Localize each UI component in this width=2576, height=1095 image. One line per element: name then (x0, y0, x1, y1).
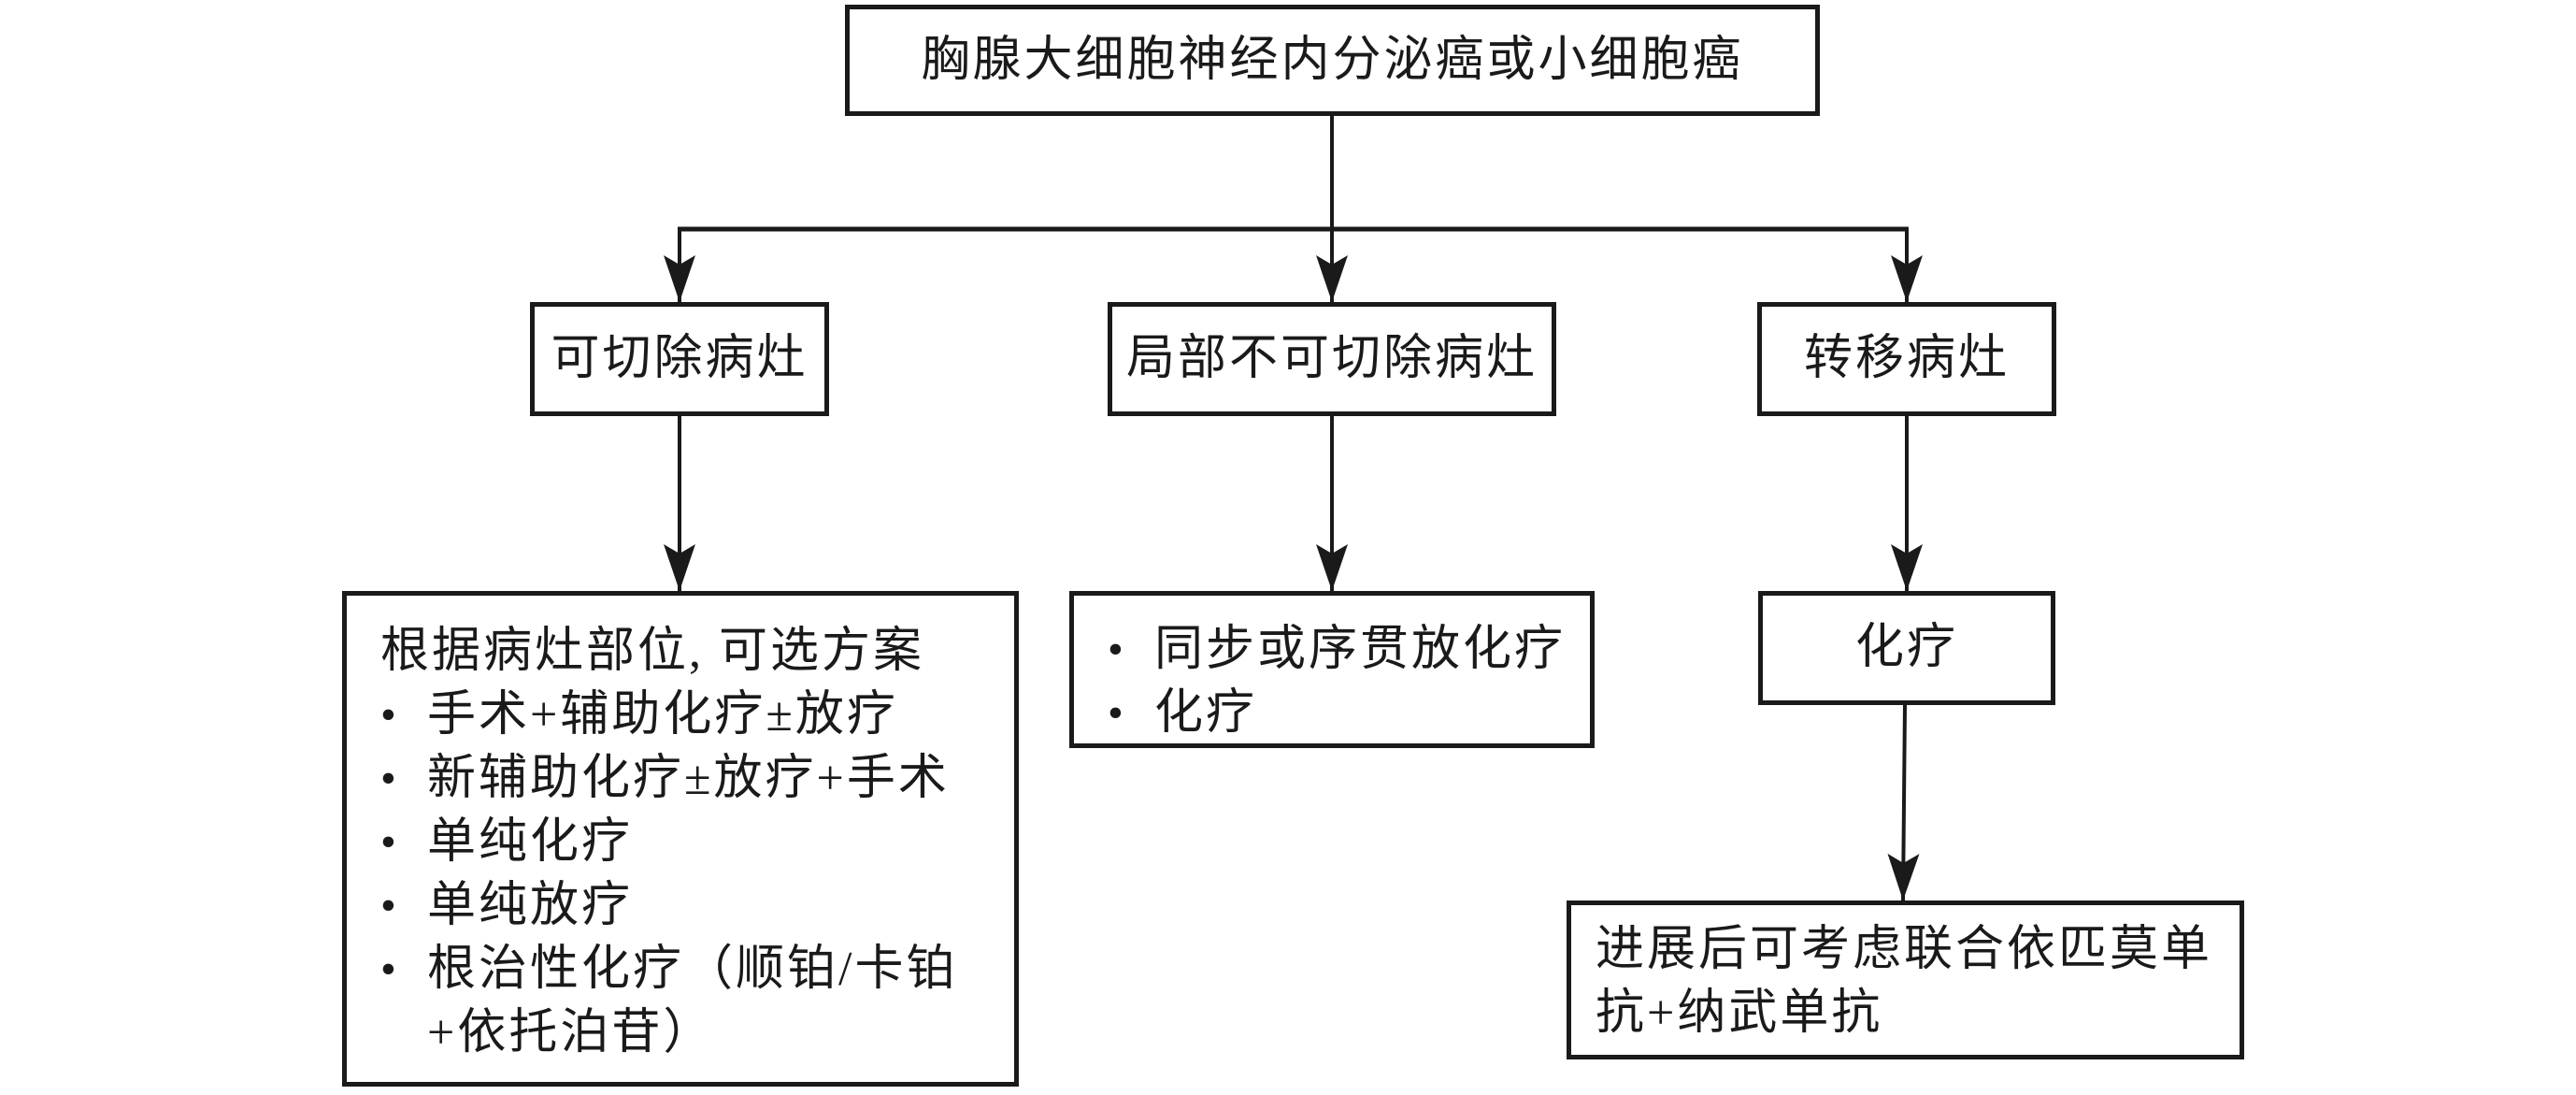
list-item-text: 根治性化疗（顺铂/卡铂+依托泊苷） (427, 943, 958, 1059)
node-metastatic: 转移病灶 (1757, 302, 2056, 416)
node-root: 胸腺大细胞神经内分泌癌或小细胞癌 (845, 5, 1820, 116)
list-item-text: 单纯放疗 (427, 879, 634, 932)
list-item: • 单纯放疗 (380, 874, 1007, 938)
bullet-icon: • (380, 690, 399, 740)
list-item: • 单纯化疗 (380, 811, 1007, 874)
resectable-plan-header: 根据病灶部位, 可选方案 (380, 625, 925, 678)
bullet-icon: • (380, 754, 399, 803)
bullet-icon: • (1108, 625, 1126, 674)
list-item-text: 同步或序贯放化疗 (1154, 623, 1567, 676)
node-resectable: 可切除病灶 (530, 302, 829, 416)
node-locally-unresectable-label: 局部不可切除病灶 (1125, 332, 1538, 386)
list-item: • 同步或序贯放化疗 (1108, 618, 1582, 682)
node-locally-unresectable-plan: • 同步或序贯放化疗 • 化疗 (1069, 591, 1595, 748)
list-item: • 新辅助化疗±放疗+手术 (380, 747, 1007, 811)
list-item: • 根治性化疗（顺铂/卡铂+依托泊苷） (380, 938, 1007, 1065)
list-item-text: 手术+辅助化疗±放疗 (427, 688, 898, 742)
bullet-icon: • (1108, 688, 1126, 738)
node-chemo: 化疗 (1758, 591, 2055, 705)
list-item: • 化疗 (1108, 682, 1582, 745)
node-locally-unresectable: 局部不可切除病灶 (1108, 302, 1556, 416)
bullet-icon: • (380, 881, 399, 930)
node-progression: 进展后可考虑联合依匹莫单抗+纳武单抗 (1567, 900, 2244, 1059)
locally-unresectable-plan-list: • 同步或序贯放化疗 • 化疗 (1108, 618, 1582, 745)
list-item-text: 单纯化疗 (427, 815, 634, 869)
list-item: • 手术+辅助化疗±放疗 (380, 684, 1007, 747)
node-resectable-plan: 根据病灶部位, 可选方案 • 手术+辅助化疗±放疗 • 新辅助化疗±放疗+手术 … (342, 591, 1019, 1087)
bullet-icon: • (380, 817, 399, 867)
node-root-label: 胸腺大细胞神经内分泌癌或小细胞癌 (921, 33, 1744, 87)
list-item-text: 新辅助化疗±放疗+手术 (427, 752, 950, 805)
bullet-icon: • (380, 944, 399, 994)
resectable-plan-list: • 手术+辅助化疗±放疗 • 新辅助化疗±放疗+手术 • 单纯化疗 • 单纯放疗… (380, 684, 1007, 1065)
arrow-chemo-to-progression (1887, 704, 1920, 901)
node-metastatic-label: 转移病灶 (1803, 332, 2010, 386)
node-resectable-label: 可切除病灶 (551, 332, 809, 386)
node-chemo-label: 化疗 (1854, 621, 1958, 675)
node-progression-label: 进展后可考虑联合依匹莫单抗+纳武单抗 (1596, 923, 2213, 1040)
list-item-text: 化疗 (1154, 686, 1258, 740)
